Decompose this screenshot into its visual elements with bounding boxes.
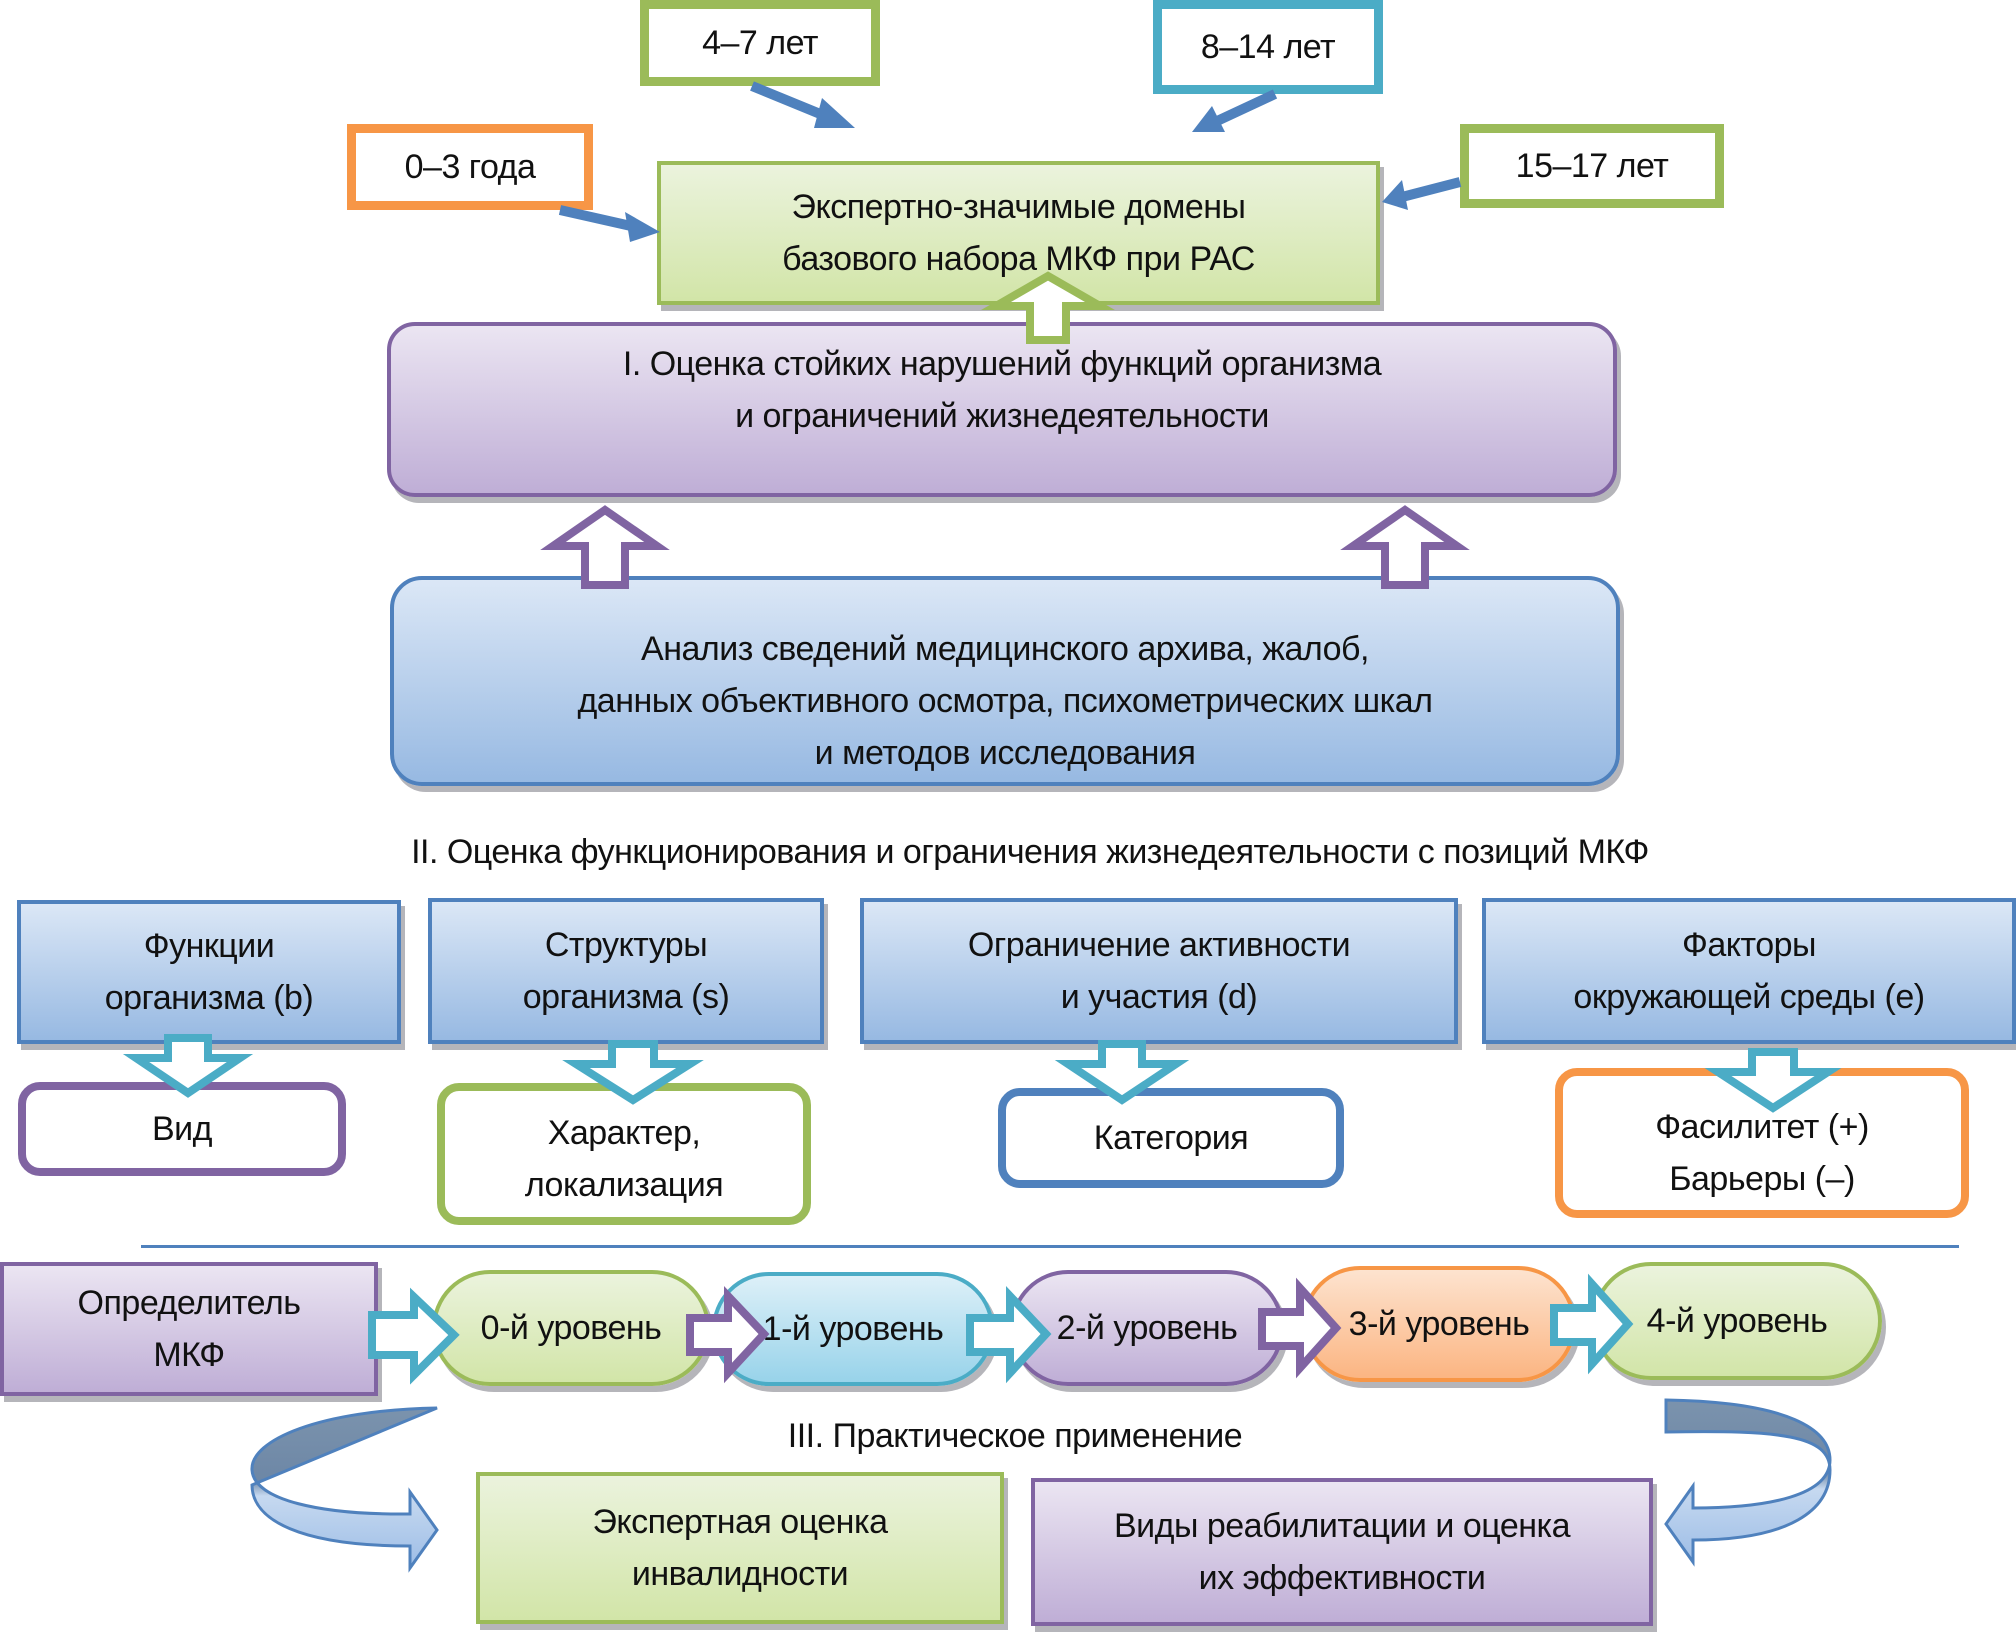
- domains-box: Экспертно-значимые домены базового набор…: [657, 161, 1380, 305]
- age-group-label: 8–14 лет: [1200, 28, 1336, 66]
- component-line: Ограничение активности: [967, 926, 1351, 964]
- age-group-label: 0–3 года: [404, 148, 536, 186]
- child-line: Характер,: [547, 1114, 701, 1152]
- stage1-line: I. Оценка стойких нарушений функций орга…: [622, 344, 1382, 383]
- outcome-disability-assessment: Экспертная оценка инвалидности: [476, 1472, 1004, 1624]
- outcome-rehabilitation: Виды реабилитации и оценка их эффективно…: [1031, 1478, 1653, 1626]
- child-box-nature-location: Характер, локализация: [437, 1083, 811, 1225]
- age-group-8-14: 8–14 лет: [1153, 0, 1383, 94]
- outcome-line: инвалидности: [631, 1555, 849, 1593]
- analysis-line: данных объективного осмотра, психометрич…: [577, 682, 1433, 720]
- age-group-4-7: 4–7 лет: [640, 0, 880, 86]
- age-group-label: 4–7 лет: [702, 24, 818, 62]
- component-line: Структуры: [544, 926, 708, 964]
- curved-arrow-right-icon: [1664, 1398, 1832, 1567]
- level-4: 4-й уровень: [1592, 1262, 1882, 1380]
- age-group-15-17: 15–17 лет: [1460, 124, 1724, 208]
- component-line: Функции: [143, 927, 275, 965]
- age-arrow-15-17-icon: [1382, 177, 1462, 210]
- level-label: 2-й уровень: [1056, 1309, 1238, 1347]
- level-label: 0-й уровень: [480, 1309, 662, 1347]
- stage2-title: II. Оценка функционирования и ограничени…: [411, 833, 1649, 871]
- child-line: Барьеры (–): [1669, 1160, 1855, 1198]
- block-arrow-up-purple-icon: [1340, 505, 1470, 589]
- component-line: и участия (d): [1060, 978, 1258, 1016]
- age-arrow-8-14-icon: [1192, 89, 1278, 132]
- child-box-category: Категория: [998, 1088, 1344, 1188]
- icf-component-body-structures: Структуры организма (s): [428, 898, 824, 1044]
- child-box-facilitators-barriers: Фасилитет (+) Барьеры (–): [1555, 1068, 1969, 1218]
- child-line: Категория: [1093, 1119, 1249, 1157]
- age-arrow-0-3-icon: [558, 205, 660, 242]
- component-line: организма (b): [104, 979, 314, 1017]
- curved-arrow-left-icon: [250, 1406, 439, 1573]
- child-box-type: Вид: [18, 1082, 346, 1176]
- block-arrow-up-purple-icon: [540, 505, 670, 589]
- qualifier-line: МКФ: [153, 1336, 225, 1374]
- level-1: 1-й уровень: [712, 1272, 994, 1386]
- stage1-line: и ограничений жизнедеятельности: [735, 396, 1269, 435]
- section-divider: [141, 1245, 1959, 1248]
- domains-line: базового набора МКФ при РАС: [782, 240, 1255, 278]
- outcome-line: Виды реабилитации и оценка: [1113, 1507, 1571, 1545]
- child-line: локализация: [524, 1166, 724, 1204]
- level-label: 3-й уровень: [1348, 1305, 1530, 1343]
- component-line: Факторы: [1682, 926, 1816, 964]
- analysis-box: Анализ сведений медицинского архива, жал…: [390, 576, 1620, 786]
- level-3: 3-й уровень: [1302, 1266, 1576, 1382]
- child-line: Вид: [151, 1110, 213, 1148]
- icf-component-activity: Ограничение активности и участия (d): [860, 898, 1458, 1044]
- icf-component-environment: Факторы окружающей среды (e): [1482, 898, 2016, 1044]
- stage1-box: I. Оценка стойких нарушений функций орга…: [387, 322, 1617, 497]
- qualifier-line: Определитель: [77, 1284, 301, 1322]
- age-arrow-4-7-icon: [750, 81, 855, 128]
- domains-line: Экспертно-значимые домены: [791, 188, 1246, 226]
- component-line: окружающей среды (e): [1573, 978, 1925, 1016]
- age-group-0-3: 0–3 года: [347, 124, 593, 210]
- outcome-line: их эффективности: [1198, 1559, 1486, 1597]
- component-line: организма (s): [522, 978, 730, 1016]
- level-label: 1-й уровень: [762, 1310, 944, 1348]
- level-0: 0-й уровень: [432, 1270, 710, 1386]
- analysis-line: Анализ сведений медицинского архива, жал…: [641, 630, 1369, 668]
- level-label: 4-й уровень: [1646, 1302, 1828, 1340]
- level-2: 2-й уровень: [1010, 1270, 1284, 1386]
- qualifier-box: Определитель МКФ: [0, 1262, 378, 1396]
- icf-component-body-functions: Функции организма (b): [17, 900, 401, 1044]
- stage3-title: III. Практическое применение: [787, 1417, 1243, 1455]
- analysis-line: и методов исследования: [814, 734, 1196, 772]
- child-line: Фасилитет (+): [1655, 1108, 1869, 1146]
- outcome-line: Экспертная оценка: [592, 1503, 888, 1541]
- age-group-label: 15–17 лет: [1515, 147, 1669, 185]
